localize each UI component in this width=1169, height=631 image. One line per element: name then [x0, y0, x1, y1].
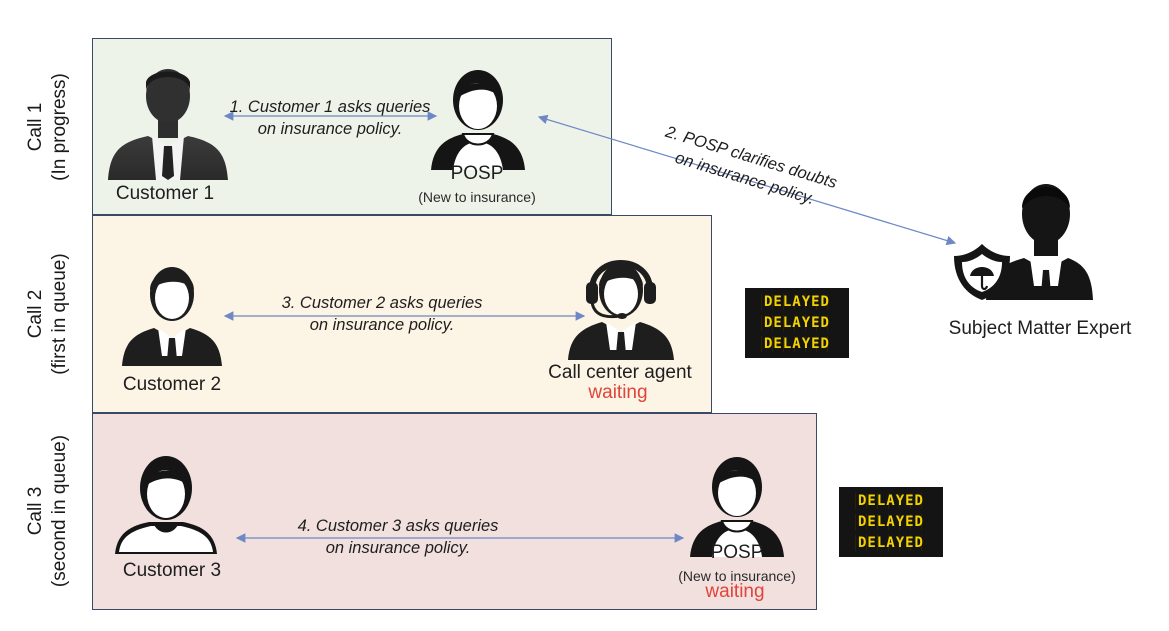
delayed-text: DELAYED	[854, 535, 927, 552]
delayed-text: DELAYED	[760, 314, 833, 331]
row-status: (second in queue)	[49, 434, 70, 588]
customer-1-label: Customer 1	[115, 183, 215, 204]
customer-2-label: Customer 2	[122, 374, 222, 395]
posp-2-icon	[690, 457, 784, 557]
call-3-panel	[92, 413, 817, 610]
call-1-panel	[92, 38, 612, 215]
customer-2-icon	[122, 267, 222, 366]
posp-1-label: POSP	[450, 163, 504, 184]
row-title: Call 3	[25, 486, 46, 536]
expert-label: Subject Matter Expert	[948, 318, 1132, 339]
call-2-status: waiting	[588, 382, 648, 403]
delayed-board-call-2: DELAYED DELAYED DELAYED	[745, 288, 849, 358]
delayed-text: DELAYED	[854, 513, 927, 530]
call-3-status: waiting	[705, 581, 765, 602]
row-label-call-3: Call 3 (second in queue)	[24, 391, 72, 631]
call-center-agent-icon	[568, 260, 674, 360]
call-center-agent-label: Call center agent	[548, 362, 692, 383]
delayed-text: DELAYED	[760, 336, 833, 353]
posp-2-note: (New to insurance)	[678, 568, 796, 584]
customer-3-icon	[115, 456, 217, 554]
subject-matter-expert-icon	[954, 184, 1093, 300]
posp-2-label: POSP	[710, 542, 764, 563]
customer-1-icon	[108, 69, 228, 180]
delayed-text: DELAYED	[854, 492, 927, 509]
posp-1-icon	[431, 70, 525, 170]
delayed-text: DELAYED	[760, 293, 833, 310]
customer-3-label: Customer 3	[122, 560, 222, 581]
delayed-board-call-3: DELAYED DELAYED DELAYED	[839, 487, 943, 557]
posp-1-note: (New to insurance)	[418, 189, 536, 205]
